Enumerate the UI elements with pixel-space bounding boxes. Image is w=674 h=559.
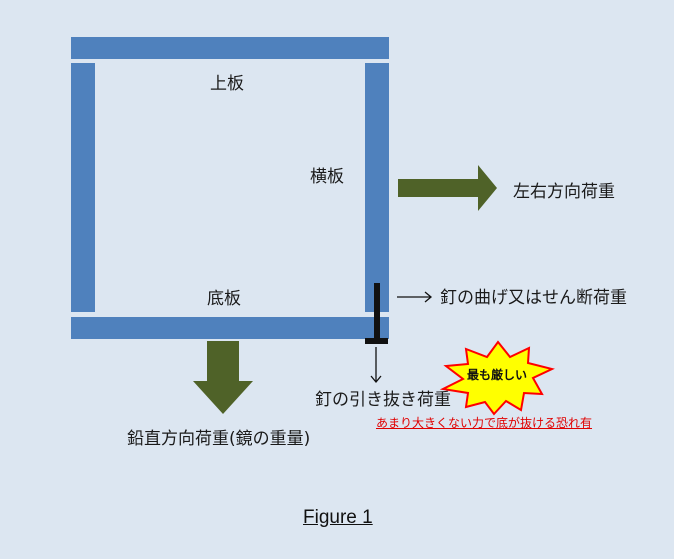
lateral-load-label: 左右方向荷重	[513, 182, 615, 202]
vertical-load-label: 鉛直方向荷重(鏡の重量)	[127, 429, 311, 449]
warning-text: あまり大きくない力で底が抜ける恐れ有	[376, 416, 593, 430]
most-severe-burst	[439, 340, 555, 416]
top-board-label: 上板	[210, 74, 244, 94]
figure-caption: Figure 1	[303, 507, 373, 528]
left-board	[71, 63, 95, 312]
lateral-load-arrow	[398, 165, 497, 211]
most-severe-text: 最も厳しい	[467, 368, 528, 382]
nail-pullout-label: 釘の引き抜き荷重	[315, 390, 451, 410]
bottom-board-label: 底板	[207, 289, 241, 309]
nail-head	[365, 338, 388, 344]
right-board	[365, 63, 389, 312]
bottom-board	[71, 317, 389, 339]
vertical-load-arrow	[193, 341, 253, 414]
top-board	[71, 37, 389, 59]
nail-shear-label: 釘の曲げ又はせん断荷重	[440, 288, 627, 308]
pullout-arrow	[370, 347, 382, 384]
nail-shaft	[374, 283, 380, 340]
shear-arrow	[397, 291, 433, 303]
side-board-label: 横板	[310, 167, 344, 187]
